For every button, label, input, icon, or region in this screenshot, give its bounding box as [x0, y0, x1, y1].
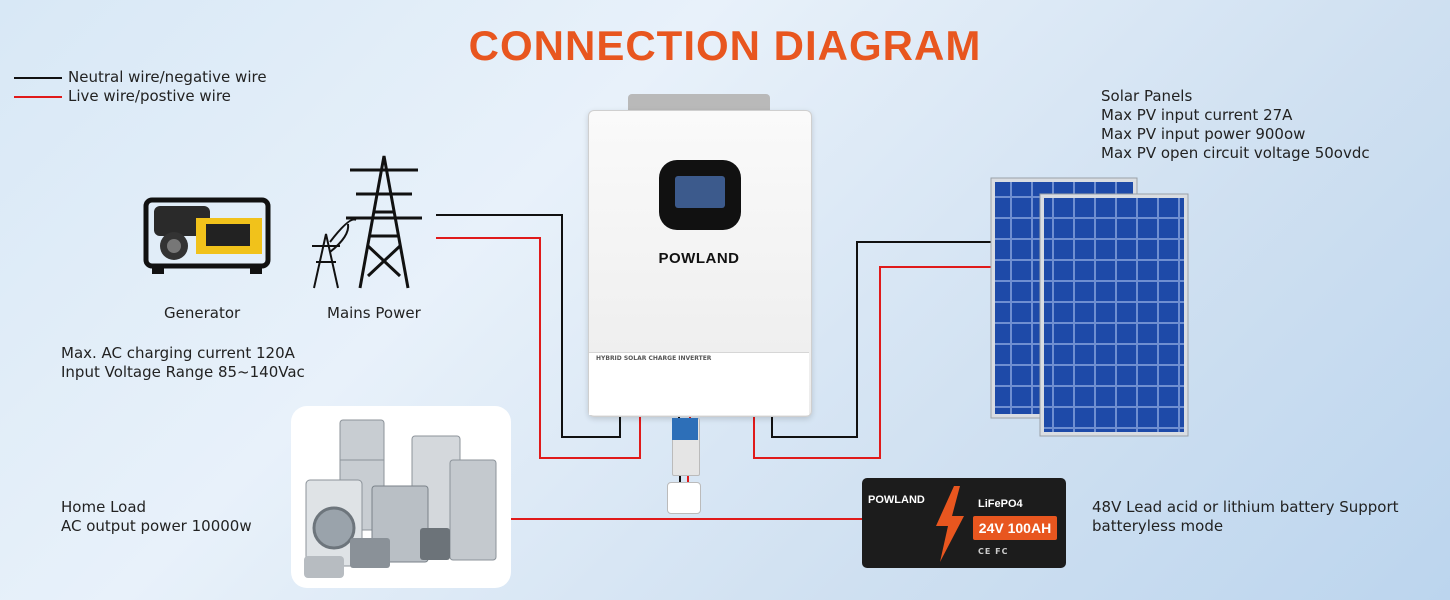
pv-input-power: Max PV input power 900ow: [1101, 125, 1306, 143]
battery-capacity-badge: [973, 516, 1057, 540]
inverter-bracket: [628, 94, 770, 114]
solar-live-wire: [753, 266, 1030, 459]
battery-brand: POWLAND: [868, 494, 925, 506]
battery-chemistry: LiFePO4: [978, 498, 1023, 510]
battery-certifications: CE FC: [978, 547, 1009, 556]
mains-neutral-wire: [436, 214, 621, 438]
battery-spec-line1: 48V Lead acid or lithium battery Support: [1092, 498, 1399, 516]
solar-panel-icon: [990, 177, 1189, 437]
battery-capacity: 24V 100AH: [978, 520, 1052, 536]
lightning-bolt-icon: [936, 486, 964, 562]
breaker-switch: [672, 418, 698, 440]
neutral-line-swatch: [14, 77, 62, 79]
socket-icon: [667, 482, 701, 514]
inverter-lcd: [675, 176, 725, 208]
pv-open-circuit-voltage: Max PV open circuit voltage 50ovdc: [1101, 144, 1370, 162]
legend-live: Live wire/postive wire: [14, 87, 314, 107]
battery-spec-line2: batteryless mode: [1092, 517, 1224, 535]
generator-icon: [143, 197, 271, 274]
diagram-title: CONNECTION DIAGRAM: [468, 22, 982, 69]
appliances-icon: [304, 419, 497, 578]
solar-title: Solar Panels: [1101, 87, 1193, 105]
input-voltage-range: Input Voltage Range 85~140Vac: [61, 363, 305, 381]
ac-output-power: AC output power 10000w: [61, 517, 252, 535]
ac-charging-current: Max. AC charging current 120A: [61, 344, 295, 362]
live-line-swatch: [14, 96, 62, 98]
legend-neutral: Neutral wire/negative wire: [14, 68, 314, 88]
inverter-label-band: [589, 352, 809, 415]
solar-neutral-wire: [771, 241, 1008, 438]
generator-label: Generator: [164, 304, 241, 322]
inverter-model-label: HYBRID SOLAR CHARGE INVERTER: [596, 355, 712, 362]
home-load-title: Home Load: [61, 498, 147, 516]
legend-neutral-label: Neutral wire/negative wire: [68, 68, 267, 86]
power-tower-icon: [312, 155, 422, 289]
inverter-brand: POWLAND: [658, 250, 740, 267]
pv-input-current: Max PV input current 27A: [1101, 106, 1293, 124]
mains-label: Mains Power: [327, 304, 421, 322]
legend-live-label: Live wire/postive wire: [68, 87, 231, 105]
mains-live-wire: [436, 237, 641, 459]
